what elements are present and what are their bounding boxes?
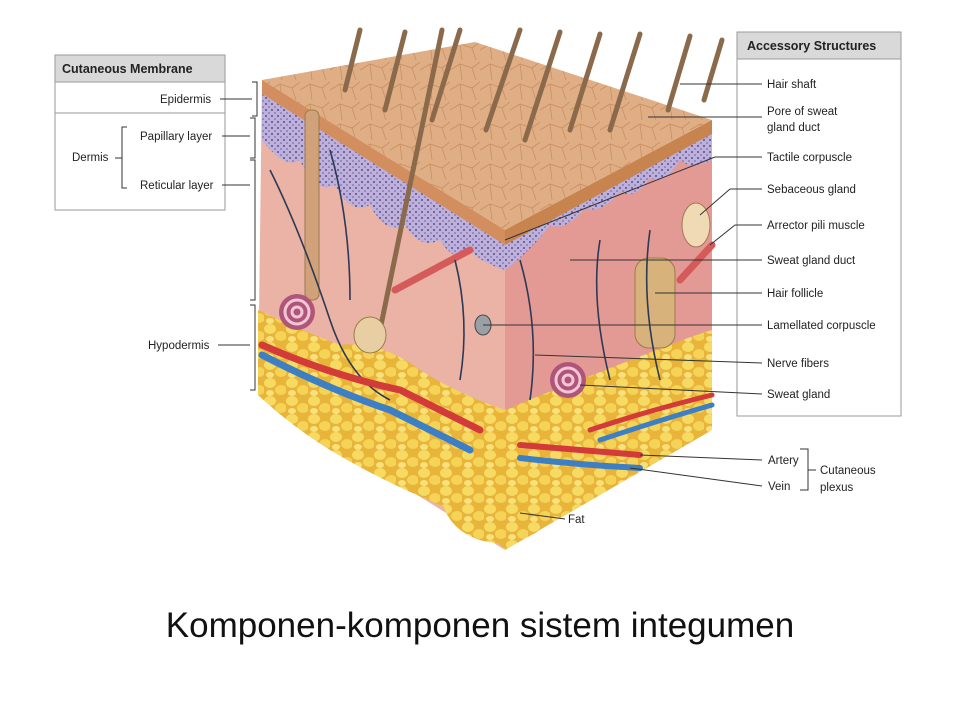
- label-cutaneous-plexus-1: Cutaneous: [820, 465, 876, 477]
- plexus-leader-lines: [519, 448, 816, 520]
- label-reticular-layer: Reticular layer: [140, 180, 214, 192]
- label-tactile-corpuscle: Tactile corpuscle: [767, 152, 852, 164]
- hair-root-left: [304, 109, 320, 301]
- label-cutaneous-plexus-2: plexus: [820, 482, 853, 494]
- label-artery: Artery: [768, 455, 799, 467]
- papillary-layer-left: [262, 94, 505, 270]
- left-leader-lines: [218, 81, 258, 391]
- right-box-title: Accessory Structures: [747, 39, 876, 53]
- right-box-header: [736, 31, 902, 60]
- sweat-gland-left: [279, 294, 315, 330]
- label-epidermis: Epidermis: [160, 94, 211, 106]
- label-hypodermis: Hypodermis: [148, 340, 210, 352]
- fat-lobule: [442, 447, 558, 543]
- label-papillary-layer: Papillary layer: [140, 131, 212, 143]
- label-hair-follicle: Hair follicle: [767, 288, 823, 300]
- label-fat: Fat: [568, 514, 585, 526]
- left-box-title: Cutaneous Membrane: [62, 62, 193, 76]
- epidermis-edge-left: [262, 80, 505, 245]
- skin-block: [258, 27, 725, 550]
- epidermis-edge-right: [505, 120, 712, 245]
- label-vein: Vein: [768, 481, 790, 493]
- hair-follicle: [634, 257, 676, 349]
- hairs: [342, 27, 725, 333]
- arrector-pili-muscle: [391, 246, 474, 294]
- accessory-structures-box: Accessory Structures Hair shaft Pore of …: [736, 31, 902, 417]
- right-box-frame: [736, 31, 902, 417]
- label-nerve-fibers: Nerve fibers: [767, 358, 829, 370]
- blood-vessels: [258, 341, 715, 471]
- left-box-header: [54, 54, 226, 83]
- papillary-layer-right: [505, 134, 712, 270]
- label-pore-sweat-gland-1: Pore of sweat: [767, 106, 838, 118]
- label-lamellated-corpuscle: Lamellated corpuscle: [767, 320, 876, 332]
- right-leader-lines: [483, 83, 763, 395]
- label-dermis: Dermis: [72, 152, 109, 164]
- slide-caption: Komponen-komponen sistem integumen: [165, 606, 795, 645]
- epidermis-surface: [262, 42, 712, 230]
- sebaceous-gland: [681, 202, 711, 248]
- label-arrector-pili-muscle: Arrector pili muscle: [767, 220, 865, 232]
- hair-bulb: [353, 316, 387, 354]
- label-hair-shaft: Hair shaft: [767, 79, 817, 91]
- label-pore-sweat-gland-2: gland duct: [767, 122, 821, 134]
- cutaneous-membrane-box: Cutaneous Membrane Epidermis Dermis Papi…: [54, 54, 226, 211]
- sweat-gland-right: [550, 362, 586, 398]
- label-sweat-gland-duct: Sweat gland duct: [767, 255, 856, 267]
- arrector-pili-muscle-right: [676, 241, 716, 284]
- label-sebaceous-gland: Sebaceous gland: [767, 184, 856, 196]
- label-sweat-gland: Sweat gland: [767, 389, 830, 401]
